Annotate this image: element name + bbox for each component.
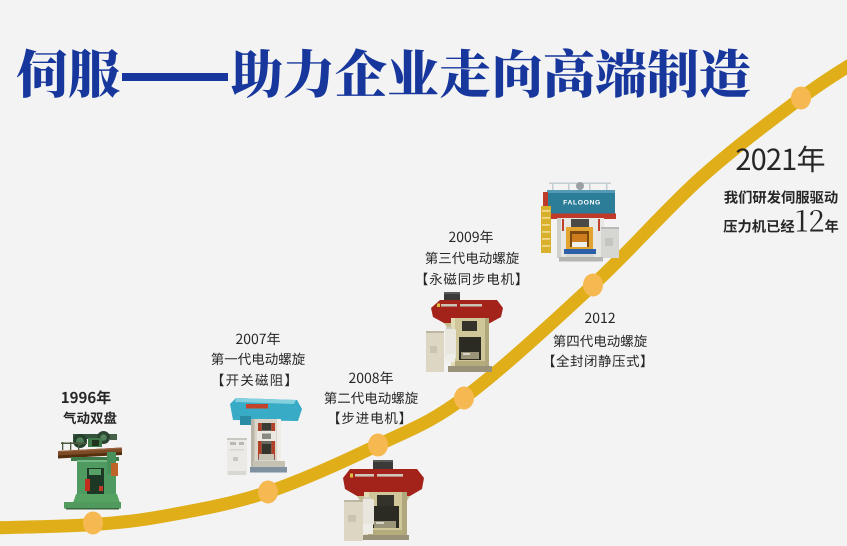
svg-text:FALOONG: FALOONG [563, 200, 601, 207]
